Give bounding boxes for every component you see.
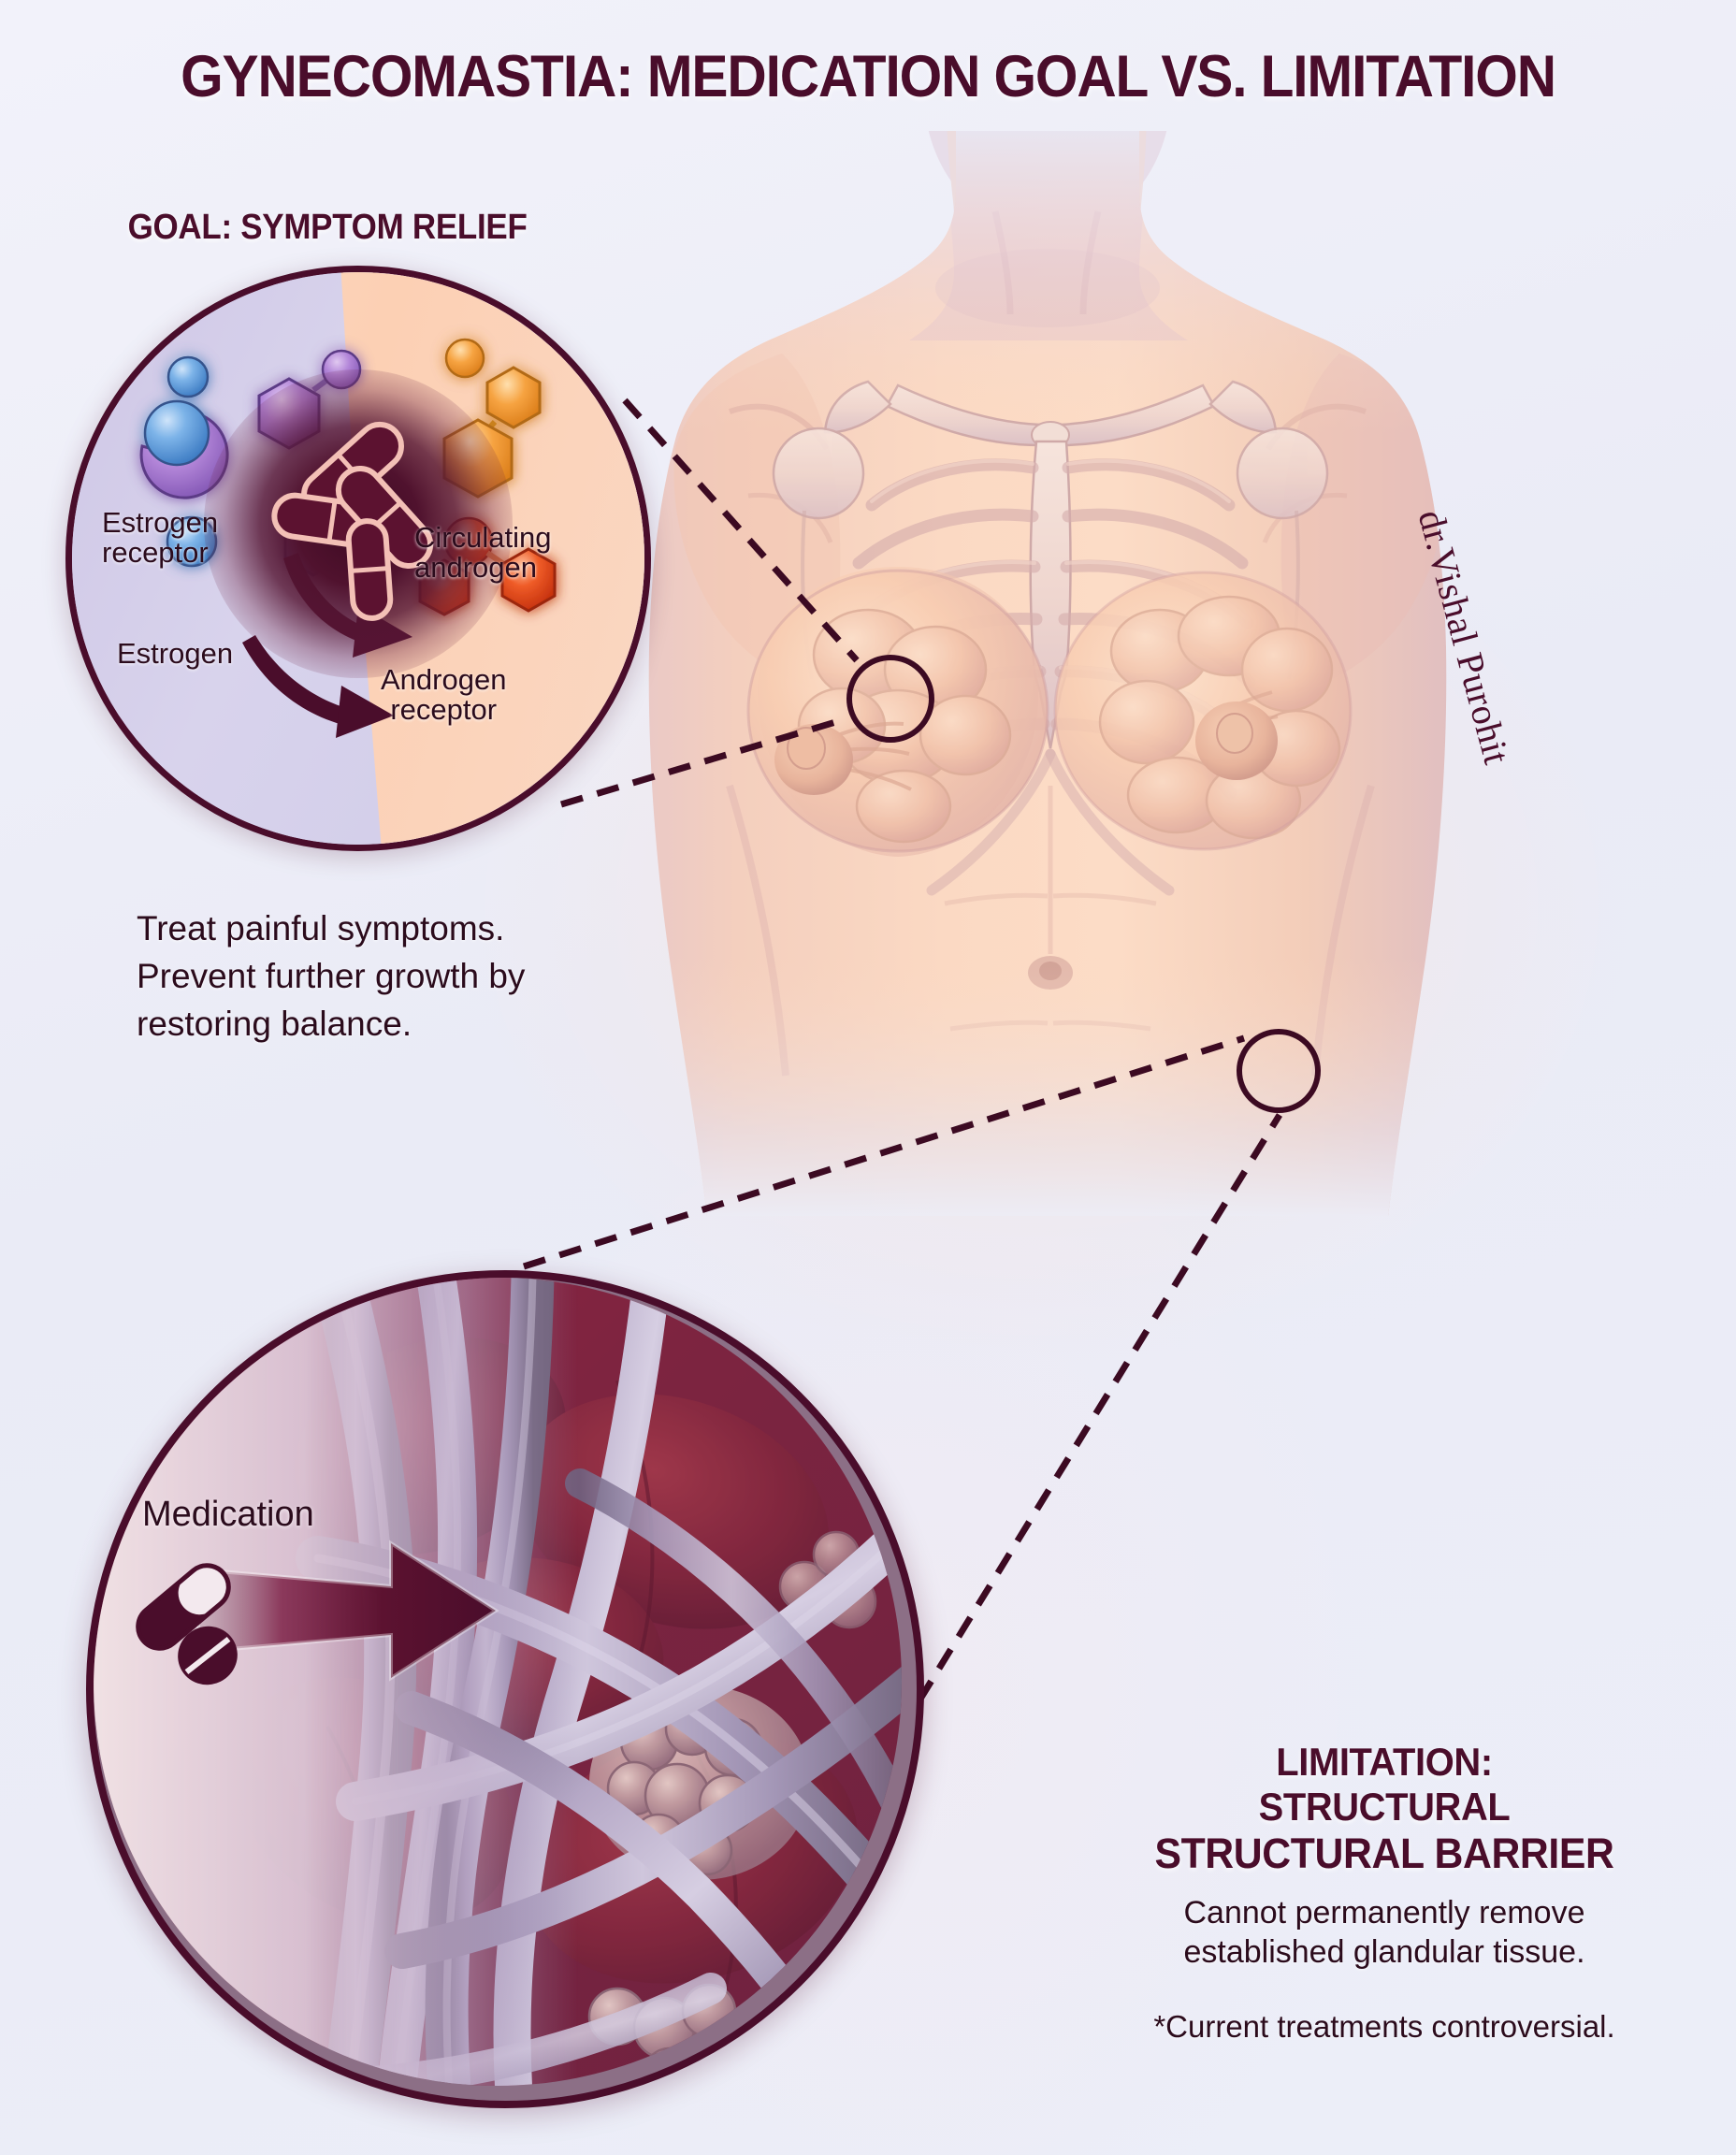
limitation-body-line1: Cannot permanently remove	[1183, 1895, 1585, 1931]
limitation-heading-line1: LIMITATION:	[1276, 1740, 1493, 1784]
label-estrogen-receptor: Estrogen receptor	[102, 506, 219, 570]
limitation-heading-line2: STRUCTURAL	[1258, 1784, 1511, 1829]
estrogen-molecule-sphere	[166, 355, 210, 398]
limitation-body: Cannot permanently remove established gl…	[1057, 1894, 1712, 1972]
marker-ring-lower[interactable]	[1237, 1029, 1321, 1113]
limitation-body-line2: established glandular tissue.	[1183, 1933, 1585, 1970]
limitation-heading-line3: STRUCTURAL BARRIER	[1154, 1829, 1614, 1877]
circulating-androgen-sphere	[444, 338, 485, 379]
page-title: GYNECOMASTIA: MEDICATION GOAL VS. LIMITA…	[181, 44, 1556, 109]
limitation-tissue-diagram: Medication	[86, 1270, 924, 2108]
goal-molecular-diagram: Estrogen receptor Estrogen Circulating a…	[65, 266, 651, 851]
label-circulating-androgen: Circulating androgen	[414, 521, 552, 585]
limitation-footnote: *Current treatments controversial.	[1153, 2008, 1615, 2044]
goal-caption-line1: Treat painful symptoms.	[137, 909, 505, 947]
pill-tablet-icon	[136, 1563, 238, 1685]
goal-heading: GOAL: SYMPTOM RELIEF	[127, 208, 528, 247]
marker-ring-upper[interactable]	[846, 655, 934, 743]
limitation-text-block: LIMITATION: STRUCTURAL STRUCTURAL BARRIE…	[1057, 1740, 1712, 2045]
medication-label: Medication	[142, 1495, 314, 1534]
goal-caption-line2: Prevent further growth by	[137, 957, 526, 996]
goal-caption: Treat painful symptoms. Prevent further …	[137, 905, 525, 1049]
label-estrogen: Estrogen	[117, 637, 234, 670]
label-androgen-receptor: Androgen receptor	[381, 663, 507, 727]
goal-caption-line3: restoring balance.	[137, 1005, 412, 1044]
